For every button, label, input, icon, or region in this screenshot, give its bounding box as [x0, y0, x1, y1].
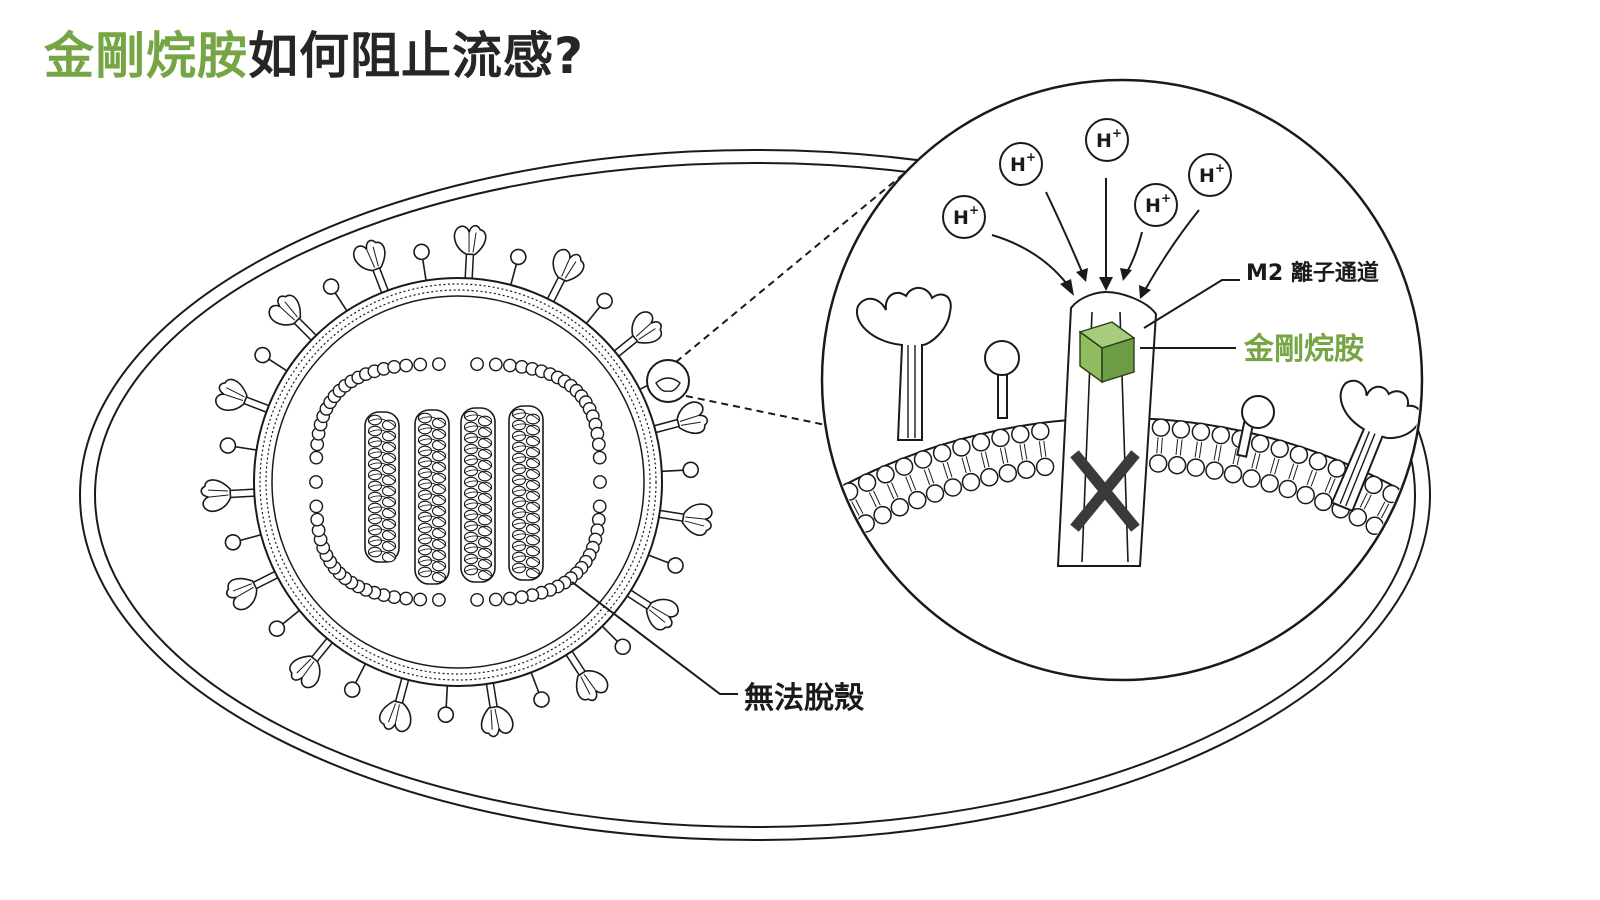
neuraminidase-spike [659, 461, 699, 479]
hemagglutinin-spike [656, 503, 713, 537]
proton-symbol: H [1010, 154, 1026, 176]
proton-charge: + [1112, 126, 1122, 140]
proton-symbol: H [953, 207, 969, 229]
proton-charge: + [1026, 150, 1036, 164]
proton-circle-icon: H+ [1188, 153, 1232, 197]
neuraminidase-spike [224, 533, 264, 551]
neuraminidase-spike [343, 661, 368, 698]
proton-circle-icon: H+ [1085, 118, 1129, 162]
hemagglutinin-spike [564, 648, 609, 702]
neuraminidase-spike [600, 624, 632, 656]
neuraminidase-spike [413, 243, 430, 283]
amantadine-callout: 金剛烷胺 [1140, 332, 1364, 367]
neuraminidase-spike [509, 248, 527, 288]
page-title: 金剛烷胺如何阻止流感? [44, 26, 584, 86]
proton-circle-icon: H+ [999, 142, 1043, 186]
hemagglutinin-spike [226, 569, 281, 611]
na-knob-left [984, 340, 1020, 419]
host-cell [79, 149, 1431, 841]
hemagglutinin-spike [200, 479, 258, 513]
zoom-panel: H+H+H+H+H+ [820, 78, 1424, 682]
arrowheads [1060, 268, 1151, 299]
hemagglutinin-spike [268, 294, 319, 343]
x-mark-icon [1070, 450, 1140, 532]
rnp-segment [460, 407, 496, 583]
protons: H+H+H+H+H+ [942, 118, 1232, 239]
zoom-source-marker [646, 359, 690, 403]
title-rest: 如何阻止流感? [248, 27, 585, 85]
hemagglutinin-spike [651, 401, 709, 435]
na-knob-right [1236, 395, 1275, 458]
proton-symbol: H [1199, 165, 1215, 187]
ha-spike-left [855, 287, 952, 441]
hemagglutinin-spike [215, 378, 272, 414]
amantadine-label: 金剛烷胺 [1243, 332, 1364, 367]
proton-charge: + [1215, 161, 1225, 175]
neuraminidase-spike [268, 608, 302, 637]
amantadine-cube-icon [1078, 321, 1136, 384]
rnp-segment [364, 411, 400, 563]
neuraminidase-spike [646, 553, 684, 574]
rnp-segment [508, 405, 544, 581]
neuraminidase-spike [254, 346, 290, 373]
m2-callout: M2 離子通道 [1143, 260, 1379, 329]
rnp-segment [414, 409, 450, 585]
influenza-virion [200, 224, 713, 738]
hemagglutinin-spike [453, 224, 487, 282]
proton-circle-icon: H+ [942, 195, 986, 239]
neuraminidase-spike [219, 437, 259, 454]
proton-flow-arrows [991, 178, 1200, 291]
ribonucleoprotein-segments [364, 405, 544, 585]
neuraminidase-spike [322, 278, 349, 314]
hemagglutinin-spike [378, 675, 412, 733]
neuraminidase-spike [584, 292, 613, 326]
ha-spike-right [1330, 379, 1420, 513]
neuraminidase-spike [437, 683, 455, 723]
proton-charge: + [1161, 191, 1171, 205]
proton-symbol: H [1145, 195, 1161, 217]
uncoat-label: 無法脫殼 [744, 681, 865, 716]
title-highlight: 金剛烷胺 [44, 27, 248, 85]
hemagglutinin-spike [352, 239, 390, 296]
matrix-protein-layer [309, 357, 607, 607]
surface-glycoproteins [200, 224, 713, 738]
uncoat-callout: 無法脫殼 [571, 581, 865, 716]
proton-circle-icon: H+ [1134, 183, 1178, 227]
zoom-guide-lines [675, 161, 919, 431]
proton-symbol: H [1096, 130, 1112, 152]
hemagglutinin-spike [480, 680, 514, 738]
proton-charge: + [969, 203, 979, 217]
neuraminidase-spike [529, 670, 550, 708]
m2-channel-label: M2 離子通道 [1246, 260, 1379, 286]
